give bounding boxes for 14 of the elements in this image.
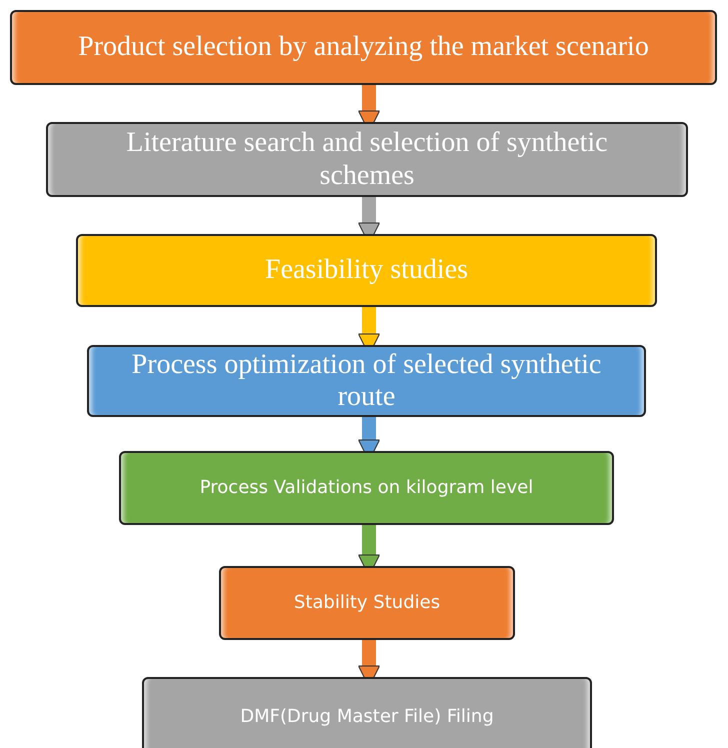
step-text: Literature search and selection of synthetic schemes — [125, 127, 609, 192]
process-box — [87, 345, 646, 417]
process-box — [219, 566, 515, 640]
process-box — [46, 122, 688, 197]
step-text: Feasibility studies — [264, 254, 469, 287]
step-text: Process optimization of selected synthetic route — [130, 348, 602, 414]
process-box — [10, 10, 717, 85]
process-box — [142, 677, 592, 748]
step-text: Product selection by analyzing the market scenario — [77, 31, 650, 64]
process-box — [76, 234, 657, 307]
step-text: Stability Studies — [292, 592, 442, 614]
step-text: Process Validations on kilogram level — [198, 478, 534, 498]
process-box — [119, 451, 614, 525]
step-text: DMF(Drug Master File) Filing — [239, 706, 495, 728]
